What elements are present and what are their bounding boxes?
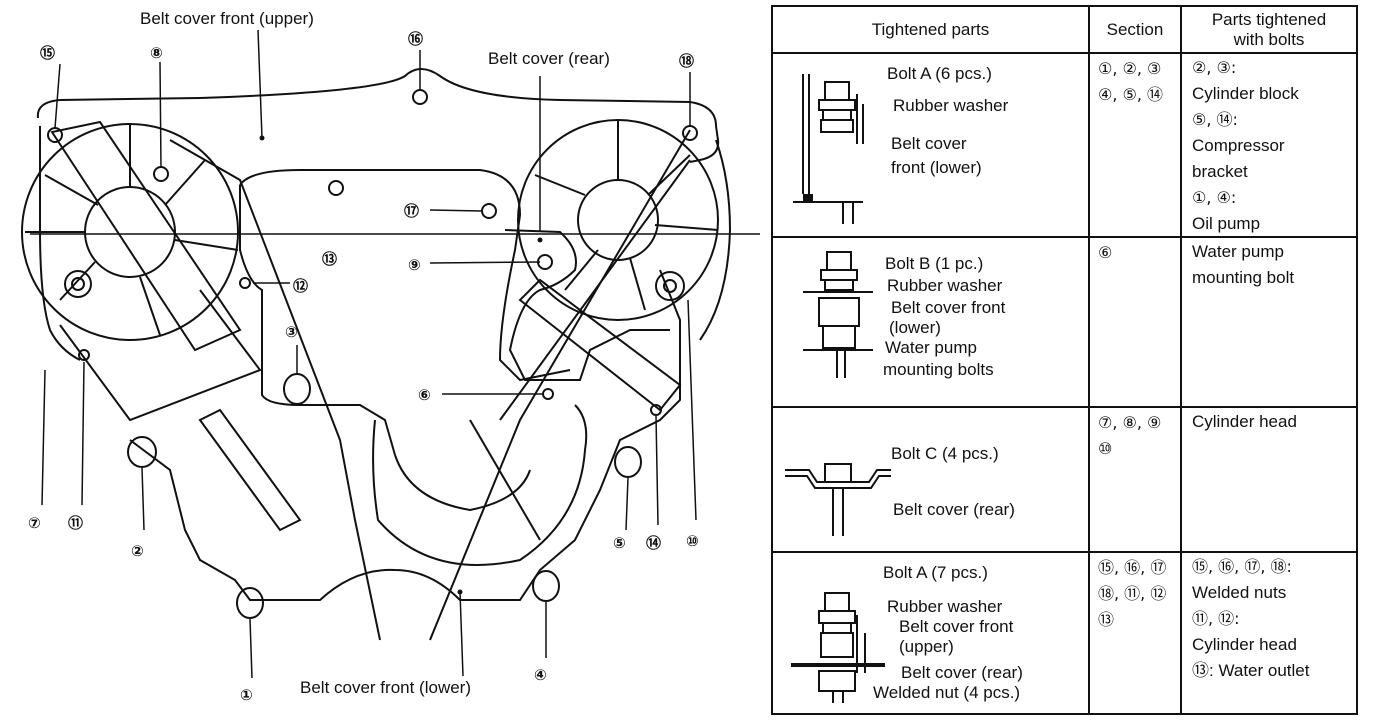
callout-2: ②	[131, 542, 144, 560]
row4-parts-cell: Bolt A (7 pcs.) Rubber washer Belt cover…	[771, 551, 1090, 715]
row4-section-line-3: ⑬	[1098, 610, 1115, 629]
row1-section-cell: ①, ②, ③ ④, ⑤, ⑭	[1088, 52, 1182, 238]
header-section: Section	[1088, 5, 1182, 54]
callout-10: ⑩	[686, 532, 699, 550]
bolt-c-drawing	[785, 463, 891, 536]
bolt-spec-table: Tightened parts Section Parts tightened …	[771, 5, 1358, 715]
row3-section-cell: ⑦, ⑧, ⑨ ⑩	[1088, 406, 1182, 553]
row1-tightened-cell: ②, ③: Cylinder block ⑤, ⑭: Compressor br…	[1180, 52, 1358, 238]
row2-part-label-6: mounting bolts	[883, 360, 994, 379]
upper-cover-outline	[36, 68, 720, 163]
callout-1: ①	[240, 686, 253, 704]
row4-section-line-1: ⑮, ⑯, ⑰	[1098, 558, 1167, 577]
row1-tightened-line-3: ⑤, ⑭:	[1192, 110, 1238, 129]
row1-part-label-2: Rubber washer	[893, 96, 1009, 115]
callout-12: ⑫	[293, 277, 308, 295]
row1-tightened-line-6: ①, ④:	[1192, 188, 1237, 207]
belt-cover-diagram: Belt cover front (upper) Belt cover (rea…	[21, 9, 760, 704]
row2-part-label-5: Water pump	[885, 338, 977, 357]
label-belt-cover-front-lower: Belt cover front (lower)	[300, 678, 471, 697]
row3-tightened-line-1: Cylinder head	[1192, 412, 1297, 431]
header-parts-tightened-line1: Parts tightened	[1211, 9, 1327, 29]
row1-parts-cell: Bolt A (6 pcs.) Rubber washer Belt cover…	[771, 52, 1090, 238]
row1-tightened-line-4: Compressor	[1192, 136, 1285, 155]
row3-tightened-cell: Cylinder head	[1180, 406, 1358, 553]
row2-tightened-cell: Water pump mounting bolt	[1180, 236, 1358, 408]
row3-part-label-1: Bolt C (4 pcs.)	[891, 444, 999, 463]
row4-tightened-line-2: Welded nuts	[1192, 583, 1287, 602]
row3-parts-cell: Bolt C (4 pcs.) Belt cover (rear)	[771, 406, 1090, 553]
row1-tightened-line-1: ②, ③:	[1192, 58, 1237, 77]
row1-part-label-1: Bolt A (6 pcs.)	[887, 64, 992, 83]
row4-section-cell: ⑮, ⑯, ⑰ ⑱, ⑪, ⑫ ⑬	[1088, 551, 1182, 715]
row3-part-label-2: Belt cover (rear)	[893, 500, 1015, 519]
row1-tightened-line-7: Oil pump	[1192, 214, 1261, 233]
callout-17: ⑰	[404, 202, 419, 220]
row4-part-label-4: (upper)	[899, 637, 954, 656]
row4-tightened-line-3: ⑪, ⑫:	[1192, 609, 1240, 628]
header-parts-tightened: Parts tightened with bolts	[1180, 5, 1358, 54]
table-row: Bolt B (1 pc.) Rubber washer Belt cover …	[771, 236, 1358, 408]
callout-18: ⑱	[679, 52, 694, 70]
row4-tightened-line-5: ⑬: Water outlet	[1192, 661, 1310, 680]
row2-section-line-1: ⑥	[1098, 243, 1113, 262]
row1-section-line-1: ①, ②, ③	[1098, 59, 1162, 78]
row4-tightened-line-4: Cylinder head	[1192, 635, 1297, 654]
row4-part-label-5: Belt cover (rear)	[901, 663, 1023, 682]
row1-part-label-4: front (lower)	[891, 158, 982, 177]
rear-cover-outline	[504, 229, 670, 381]
header-tightened-parts: Tightened parts	[771, 5, 1090, 54]
row4-part-label-6: Welded nut (4 pcs.)	[873, 683, 1021, 702]
callout-6: ⑥	[418, 386, 431, 404]
label-belt-cover-rear: Belt cover (rear)	[488, 49, 610, 68]
row2-parts-cell: Bolt B (1 pc.) Rubber washer Belt cover …	[771, 236, 1090, 408]
row4-part-label-3: Belt cover front	[899, 617, 1014, 636]
row3-section-line-1: ⑦, ⑧, ⑨	[1098, 413, 1162, 432]
callout-5: ⑤	[613, 534, 626, 552]
row4-part-label-1: Bolt A (7 pcs.)	[883, 563, 988, 582]
callout-8: ⑧	[150, 44, 163, 62]
table-row: Bolt A (7 pcs.) Rubber washer Belt cover…	[771, 551, 1358, 715]
bolt-b-drawing	[803, 251, 873, 378]
row1-part-label-3: Belt cover	[891, 134, 967, 153]
bolt-a-7-drawing	[791, 592, 885, 703]
row2-section-cell: ⑥	[1088, 236, 1182, 408]
row2-part-label-1: Bolt B (1 pc.)	[885, 254, 984, 273]
callout-9: ⑨	[408, 256, 421, 274]
table-header-row: Tightened parts Section Parts tightened …	[771, 5, 1358, 54]
callout-4: ④	[534, 666, 547, 684]
callout-15: ⑮	[40, 44, 55, 62]
bolt-a-6-drawing	[793, 74, 864, 224]
row1-tightened-line-2: Cylinder block	[1192, 84, 1299, 103]
row4-part-label-2: Rubber washer	[887, 597, 1003, 616]
label-belt-cover-front-upper: Belt cover front (upper)	[140, 9, 314, 28]
callout-13: ⑬	[322, 250, 337, 268]
callout-3: ③	[285, 323, 298, 341]
row2-part-label-4: (lower)	[889, 318, 941, 337]
row1-section-line-2: ④, ⑤, ⑭	[1098, 85, 1164, 104]
lower-cover-outline	[129, 269, 681, 601]
row1-tightened-line-5: bracket	[1192, 162, 1248, 181]
row3-section-line-2: ⑩	[1098, 439, 1113, 458]
callout-11: ⑪	[68, 514, 83, 532]
header-parts-tightened-line2: with bolts	[1233, 29, 1305, 49]
callout-14: ⑭	[646, 534, 661, 552]
table-row: Bolt A (6 pcs.) Rubber washer Belt cover…	[771, 52, 1358, 238]
callout-16: ⑯	[408, 30, 423, 48]
callout-7: ⑦	[28, 514, 41, 532]
row4-tightened-line-1: ⑮, ⑯, ⑰, ⑱:	[1192, 557, 1292, 576]
row2-tightened-line-2: mounting bolt	[1192, 268, 1295, 287]
row4-section-line-2: ⑱, ⑪, ⑫	[1098, 584, 1167, 603]
row2-part-label-3: Belt cover front	[891, 298, 1006, 317]
table-row: Bolt C (4 pcs.) Belt cover (rear) ⑦, ⑧, …	[771, 406, 1358, 553]
row2-tightened-line-1: Water pump	[1192, 242, 1284, 261]
row4-tightened-cell: ⑮, ⑯, ⑰, ⑱: Welded nuts ⑪, ⑫: Cylinder h…	[1180, 551, 1358, 715]
row2-part-label-2: Rubber washer	[887, 276, 1003, 295]
